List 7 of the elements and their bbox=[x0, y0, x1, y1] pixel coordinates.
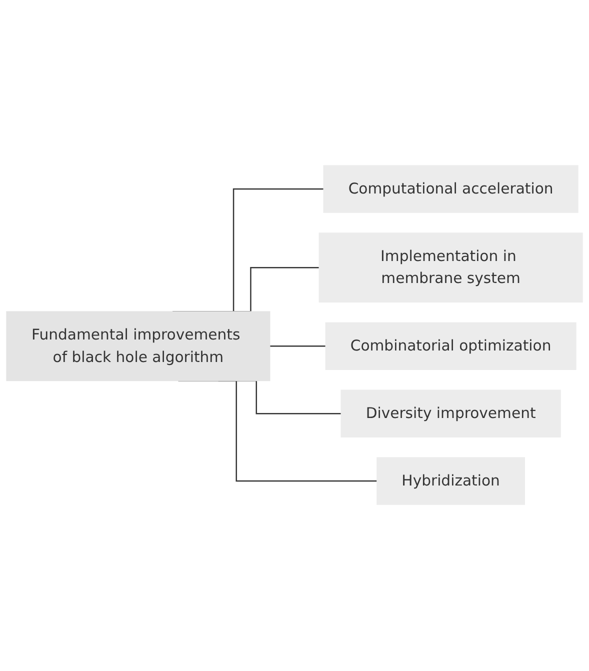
node-box: Diversity improvement bbox=[340, 390, 561, 438]
node-box: Hybridization bbox=[376, 458, 525, 506]
node-box: Combinatorial optimization bbox=[325, 322, 576, 370]
connector bbox=[270, 346, 326, 348]
node-box: Computational acceleration bbox=[323, 166, 578, 214]
node-box: Implementation in membrane system bbox=[318, 233, 583, 303]
node-box: Fundamental improvements of black hole algorithm bbox=[6, 312, 270, 382]
